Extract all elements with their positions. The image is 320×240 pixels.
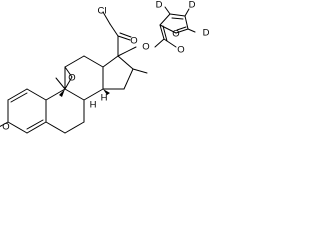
ester-oxygen-label: O bbox=[142, 42, 149, 53]
bonds bbox=[0, 6, 196, 134]
hydrogen-label-c14: H bbox=[90, 100, 97, 111]
deuterium-label-4: D bbox=[189, 0, 196, 11]
carbonyl-oxygen-label: O bbox=[177, 45, 184, 56]
hydrogen-label-c8: H bbox=[101, 93, 108, 104]
deuterium-label-3: D bbox=[156, 0, 163, 11]
ring-a-oxygen-label: O bbox=[2, 122, 9, 133]
deuterium-label-5: D bbox=[203, 28, 210, 39]
ketone-oxygen-label: O bbox=[130, 36, 137, 47]
atom-labels: Cl O O O O D D D O O H H bbox=[2, 0, 209, 133]
furan-oxygen-label: O bbox=[172, 29, 179, 40]
molecular-structure: Cl O O O O D D D O O H H bbox=[0, 0, 210, 134]
wedge-bonds bbox=[59, 89, 110, 97]
chlorine-label: Cl bbox=[98, 6, 107, 17]
epoxide-oxygen-label: O bbox=[68, 73, 75, 84]
